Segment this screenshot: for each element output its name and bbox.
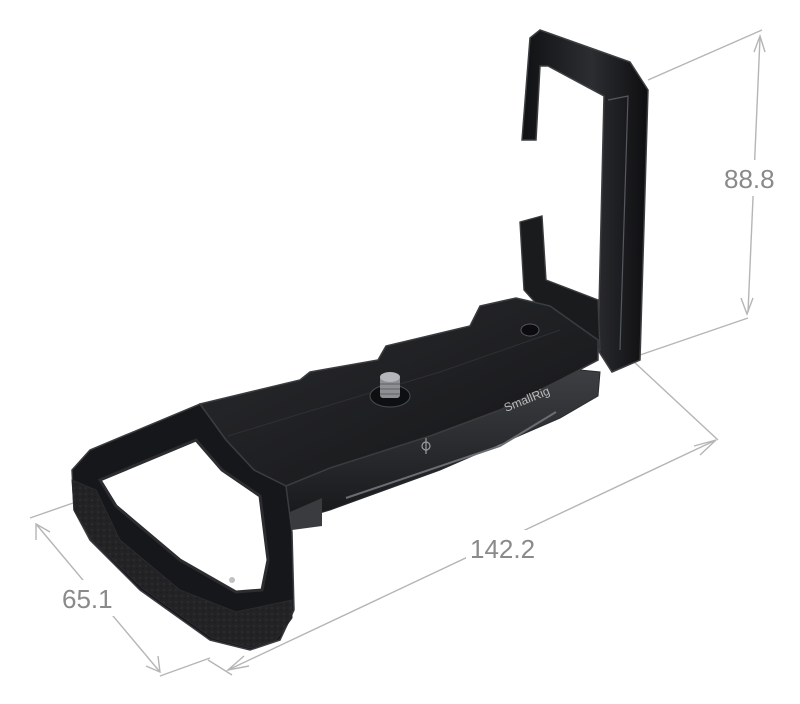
length-extension-right	[631, 359, 719, 441]
depth-dimension-label: 65.1	[62, 584, 113, 614]
leather-grip	[71, 479, 293, 649]
tripod-mark-icon	[421, 438, 431, 454]
grip-opening	[97, 438, 270, 594]
l-bracket: SmallRig	[71, 29, 649, 651]
length-arrow-right	[693, 439, 717, 456]
depth-extension-bottom	[159, 657, 211, 677]
height-extension-top	[647, 29, 763, 81]
length-extension-left	[207, 659, 233, 676]
length-arrow-left	[225, 655, 250, 672]
depth-extension-top	[29, 501, 77, 519]
depth-arrow-top	[35, 522, 51, 540]
height-dimension-label: 88.8	[724, 164, 775, 194]
length-dimension-label: 142.2	[470, 534, 535, 564]
height-arrow-bottom	[740, 297, 754, 316]
grip-frame	[71, 403, 295, 651]
alignment-pin-hole	[520, 323, 540, 337]
depth-arrow-bottom	[145, 655, 161, 674]
height-extension-bottom	[639, 317, 749, 356]
height-arrow-top	[753, 33, 766, 53]
mounting-screw	[369, 372, 411, 408]
